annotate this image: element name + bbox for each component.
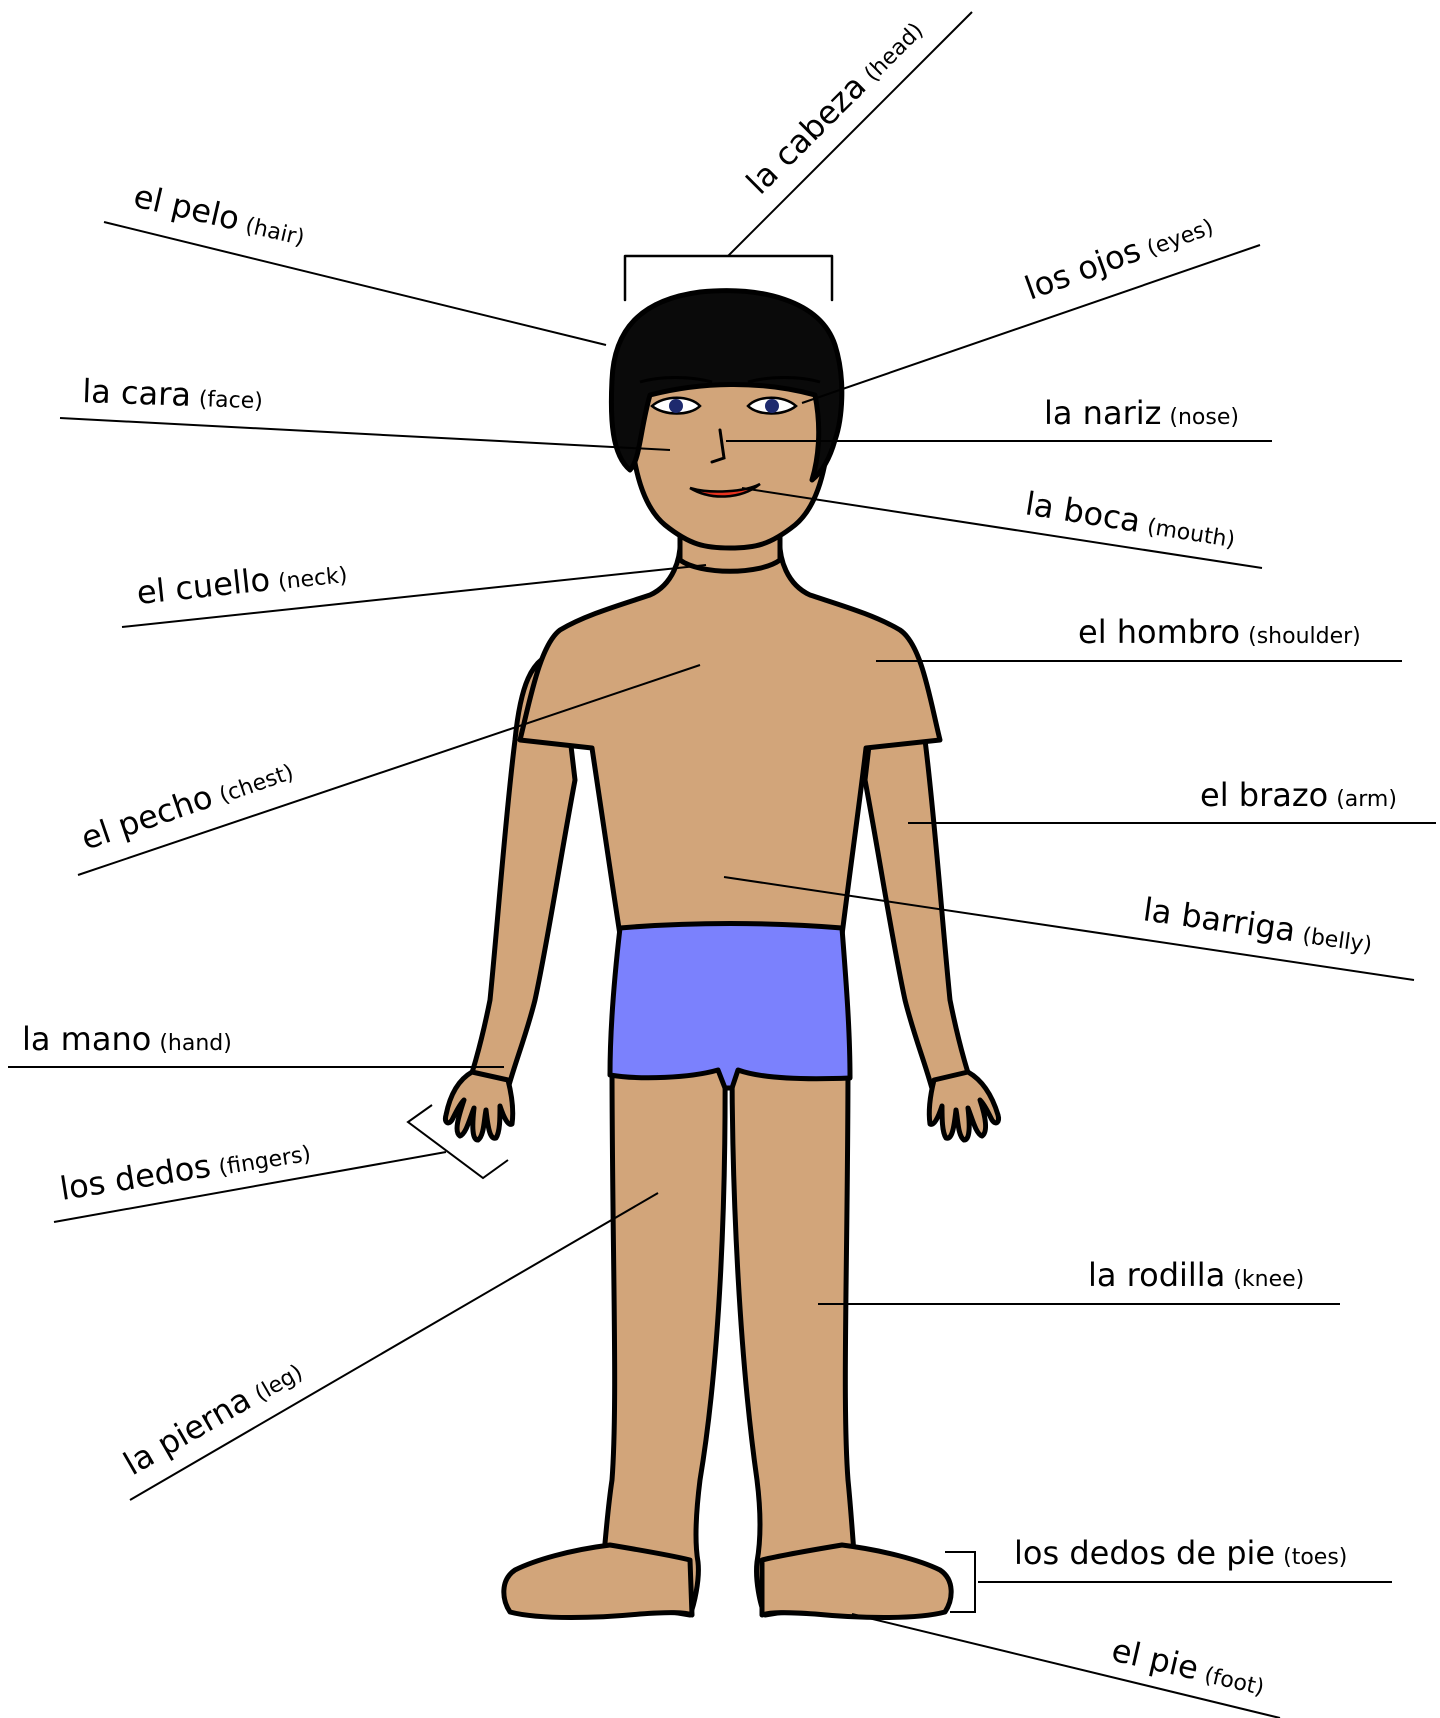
label-foot: el pie(foot) bbox=[1108, 1631, 1269, 1703]
leader-leg bbox=[130, 1193, 658, 1500]
label-fingers: los dedos(fingers) bbox=[57, 1131, 313, 1208]
label-face: la cara(face) bbox=[82, 372, 264, 416]
right-iris bbox=[669, 399, 683, 413]
label-mouth: la boca(mouth) bbox=[1023, 484, 1239, 555]
left-hand bbox=[929, 1072, 998, 1140]
label-arm: el brazo(arm) bbox=[1200, 776, 1397, 814]
label-leg: la pierna(leg) bbox=[117, 1351, 308, 1483]
label-nose: la nariz(nose) bbox=[1044, 394, 1239, 432]
torso bbox=[520, 535, 940, 935]
label-eyes: los ojos(eyes) bbox=[1020, 205, 1218, 308]
right-foot bbox=[504, 1545, 692, 1618]
leader-head bbox=[728, 12, 972, 256]
label-toes: los dedos de pie(toes) bbox=[1014, 1534, 1347, 1572]
label-head: la cabeza(head) bbox=[739, 10, 930, 201]
left-iris bbox=[765, 399, 779, 413]
label-knee: la rodilla(knee) bbox=[1088, 1256, 1304, 1294]
label-hand: la mano(hand) bbox=[22, 1020, 232, 1058]
leader-face bbox=[60, 418, 670, 450]
left-foot bbox=[762, 1545, 951, 1618]
right-hand bbox=[445, 1072, 512, 1140]
leader-hair bbox=[104, 222, 606, 345]
left-leg bbox=[732, 1060, 858, 1615]
label-hair: el pelo(hair) bbox=[130, 177, 309, 253]
label-belly: la barriga(belly) bbox=[1141, 890, 1375, 960]
underwear bbox=[610, 924, 850, 1089]
label-neck: el cuello(neck) bbox=[135, 552, 349, 612]
right-leg bbox=[600, 1060, 725, 1615]
label-shoulder: el hombro(shoulder) bbox=[1078, 613, 1361, 651]
label-chest: el pecho(chest) bbox=[76, 750, 297, 858]
